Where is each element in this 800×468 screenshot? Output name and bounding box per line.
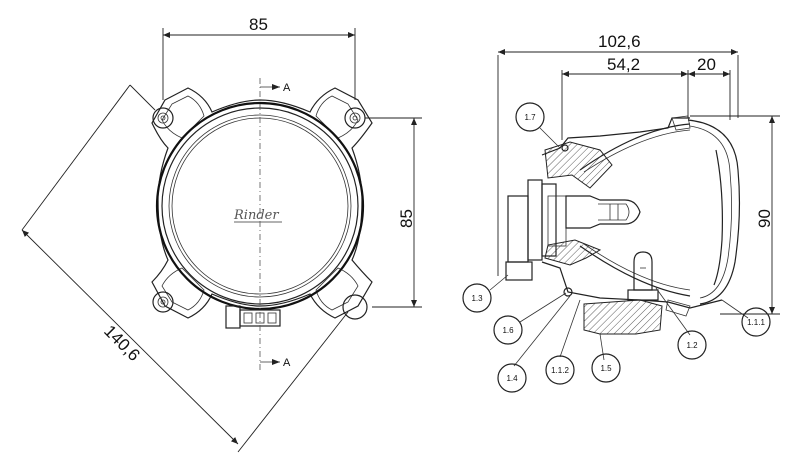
svg-text:85: 85 [397,209,416,228]
side-view: 102,6 54,2 20 90 [462,32,780,393]
svg-text:1.6: 1.6 [502,326,514,335]
svg-text:20: 20 [697,55,716,74]
svg-text:54,2: 54,2 [607,55,640,74]
svg-text:1.1.2: 1.1.2 [551,366,569,375]
callout-1-3: 1.3 [462,283,492,313]
callout-1-2: 1.2 [677,330,707,360]
lens-ring-inner [168,114,352,298]
callout-1-1-2: 1.1.2 [545,355,575,385]
rear-flange-bottom [544,239,602,266]
svg-text:1.4: 1.4 [506,374,518,383]
dimension-side-height: 90 [690,115,780,315]
dimension-height: 85 [365,117,422,308]
rear-flange-top [544,141,613,189]
svg-text:85: 85 [249,15,268,34]
section-label-bottom: A [283,357,291,369]
dimension-mid: 54,2 [561,55,688,140]
svg-text:1.2: 1.2 [686,341,698,350]
dimension-lens: 20 [687,55,731,120]
housing-outline [151,87,373,319]
housing-section-bottom [541,261,723,309]
front-lens [687,119,741,305]
dimension-overall: 102,6 [497,32,739,276]
callout-1-1-1: 1.1.1 [741,307,771,337]
callout-1-5: 1.5 [591,353,621,383]
svg-text:1.5: 1.5 [600,364,612,373]
svg-text:1.3: 1.3 [471,294,483,303]
svg-text:102,6: 102,6 [598,32,641,51]
dimension-width: 85 [162,15,356,100]
svg-text:90: 90 [755,209,774,228]
callout-leaders [489,127,749,367]
lens-logo: Rinder [233,208,279,223]
bulb-socket [505,179,567,281]
main-bulb [565,195,641,229]
adjuster-bracket [583,299,663,335]
svg-text:140,6: 140,6 [100,321,144,365]
svg-text:1.1.1: 1.1.1 [747,318,765,327]
front-view: Rinder A A 85 85 140,6 [21,15,422,453]
adjuster-boss-bottom-right [342,294,368,320]
callout-1-7: 1.7 [515,102,545,132]
svg-text:1.7: 1.7 [524,113,536,122]
mount-hole-top-left [152,107,174,129]
callout-1-6: 1.6 [493,315,523,345]
callout-1-4: 1.4 [497,363,527,393]
position-bulb [627,251,659,301]
section-label-top: A [283,82,291,94]
